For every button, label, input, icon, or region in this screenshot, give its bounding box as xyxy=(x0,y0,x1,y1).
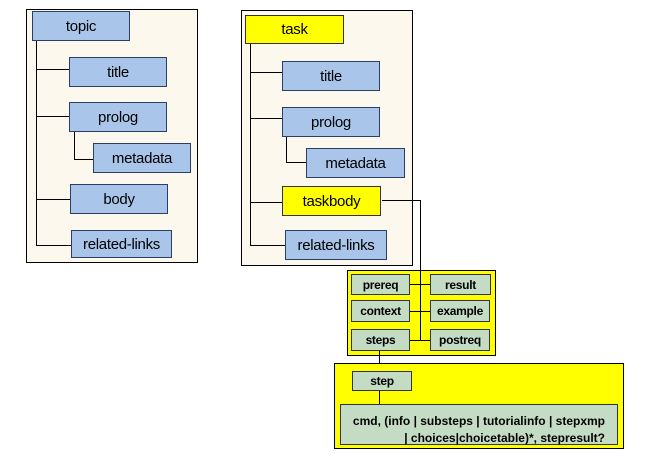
topic-trunk-line xyxy=(36,41,37,245)
connector xyxy=(74,132,75,159)
task-trunk-line xyxy=(250,44,251,245)
connector xyxy=(36,199,70,200)
topic-related-links-node: related-links xyxy=(71,230,172,258)
step-content-line-1: cmd, (info | substeps | tutorialinfo | s… xyxy=(352,414,605,428)
task-related-links-node: related-links xyxy=(285,230,387,260)
connector xyxy=(379,351,380,371)
connector xyxy=(286,135,287,162)
connector xyxy=(36,245,72,246)
connector xyxy=(420,270,421,340)
connector xyxy=(420,200,421,334)
postreq-node: postreq xyxy=(430,329,490,351)
connector xyxy=(74,159,94,160)
topic-prolog-node: prolog xyxy=(69,102,167,132)
connector xyxy=(250,202,282,203)
connector xyxy=(410,340,430,341)
topic-body-node: body xyxy=(70,184,168,214)
connector xyxy=(250,245,286,246)
result-node: result xyxy=(430,274,491,295)
connector xyxy=(36,116,70,117)
step-content-model: cmd, (info | substeps | tutorialinfo | s… xyxy=(340,404,618,445)
example-node: example xyxy=(430,300,490,322)
step-content-line-2: | choices|choicetable)*, stepresult? xyxy=(404,431,605,445)
steps-node: steps xyxy=(351,329,410,351)
task-title-node: title xyxy=(282,61,380,91)
connector xyxy=(286,162,308,163)
step-node: step xyxy=(352,371,412,391)
taskbody-node: taskbody xyxy=(282,186,381,216)
context-node: context xyxy=(351,300,410,322)
connector xyxy=(250,118,282,119)
topic-node: topic xyxy=(32,11,130,41)
task-node: task xyxy=(245,15,344,44)
connector xyxy=(250,72,282,73)
connector xyxy=(36,69,70,70)
task-panel xyxy=(241,10,413,266)
topic-title-node: title xyxy=(69,57,167,87)
task-prolog-node: prolog xyxy=(282,107,380,137)
task-metadata-node: metadata xyxy=(306,148,405,178)
topic-metadata-node: metadata xyxy=(93,143,191,173)
connector xyxy=(382,200,420,201)
topic-panel xyxy=(26,9,198,263)
prereq-node: prereq xyxy=(351,274,410,295)
